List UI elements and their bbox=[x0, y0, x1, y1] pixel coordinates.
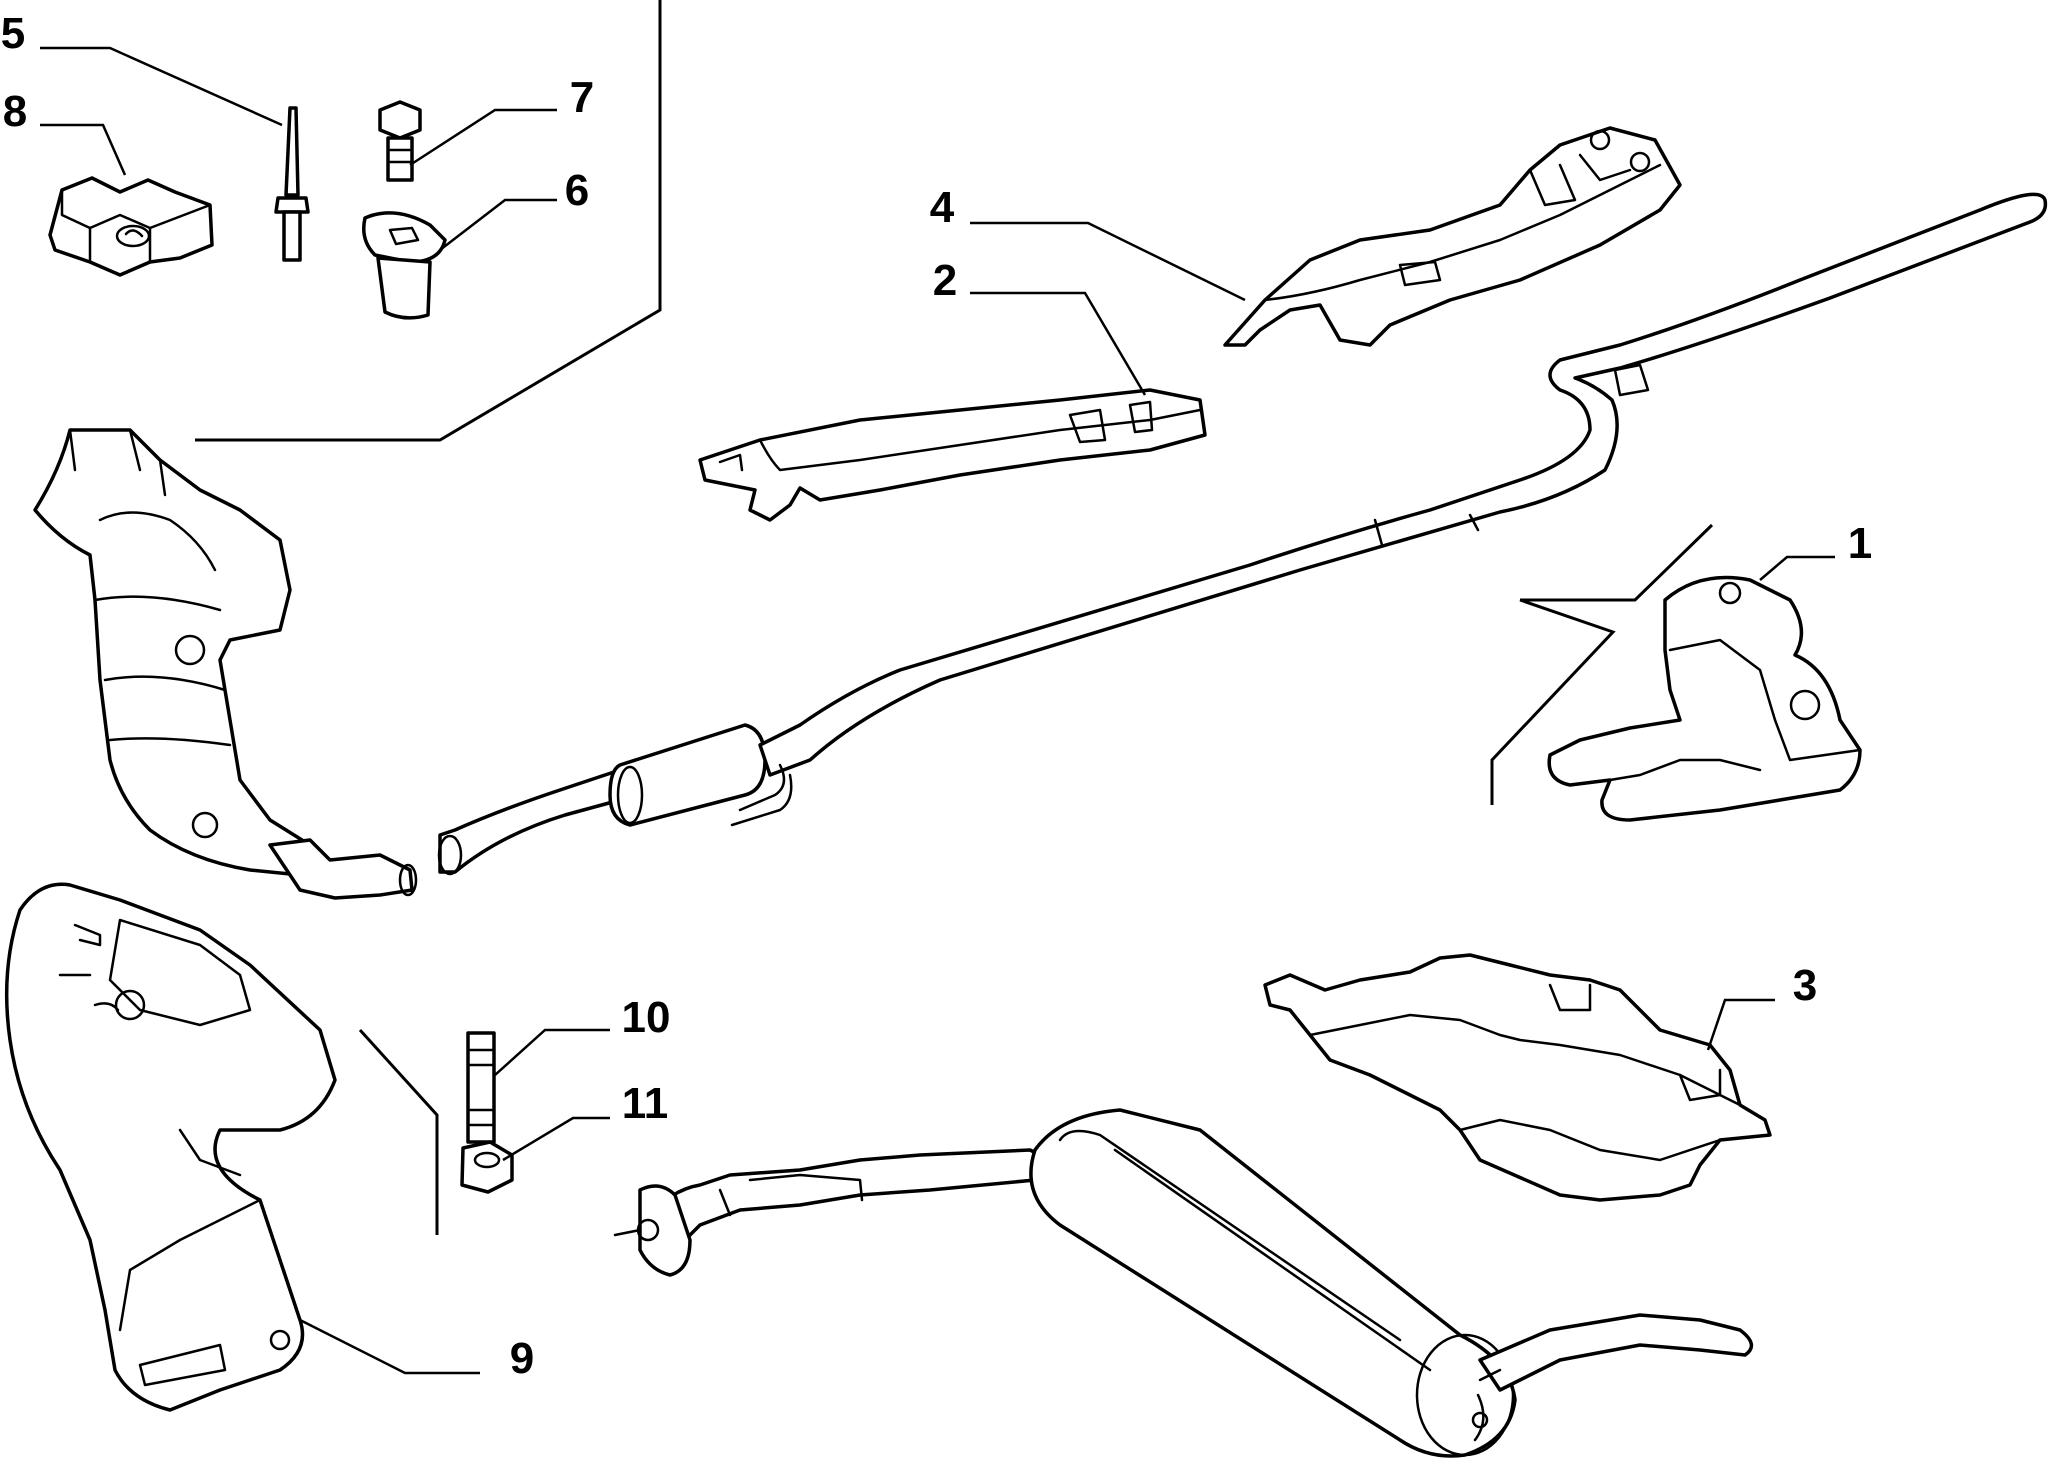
callout-9: 9 bbox=[510, 1334, 534, 1383]
stud-nut-bracket bbox=[358, 1028, 439, 1235]
part-11-nut bbox=[460, 1140, 514, 1194]
callout-1: 1 bbox=[1848, 519, 1872, 568]
callout-10: 10 bbox=[622, 993, 671, 1042]
leader-2 bbox=[970, 291, 1147, 396]
exhaust-pipe bbox=[437, 192, 2048, 876]
leader-6 bbox=[439, 198, 557, 251]
callout-4: 4 bbox=[930, 183, 955, 232]
leader-5 bbox=[40, 46, 283, 127]
exhaust-manifold-catalyst bbox=[33, 428, 418, 900]
callout-5: 5 bbox=[1, 9, 25, 58]
callout-labels: 5 8 7 6 4 2 1 3 10 11 9 bbox=[1, 9, 1872, 1383]
leader-8 bbox=[40, 123, 127, 176]
part-7-bolt bbox=[378, 100, 422, 182]
part-1-heat-shield bbox=[1490, 523, 1862, 822]
part-6-grommet bbox=[362, 211, 447, 320]
leader-11 bbox=[502, 1116, 610, 1162]
leader-3 bbox=[1706, 998, 1775, 1051]
leader-7 bbox=[409, 108, 557, 167]
callout-6: 6 bbox=[565, 166, 589, 215]
part-2-heat-shield bbox=[698, 388, 1207, 522]
callout-8: 8 bbox=[3, 87, 27, 136]
leader-lines bbox=[40, 46, 1835, 1375]
part-9-heat-shield bbox=[4, 882, 337, 1412]
callout-2: 2 bbox=[933, 256, 957, 305]
leader-4 bbox=[970, 221, 1246, 302]
callout-3: 3 bbox=[1793, 961, 1817, 1010]
callout-11: 11 bbox=[622, 1079, 669, 1128]
leader-1 bbox=[1759, 555, 1835, 581]
leader-10 bbox=[494, 1028, 610, 1076]
part-8-clip bbox=[48, 176, 214, 277]
part-10-stud bbox=[466, 1031, 496, 1144]
part-3-heat-shield bbox=[1263, 953, 1772, 1202]
part-5-pin bbox=[274, 106, 310, 262]
leader-9 bbox=[299, 1318, 480, 1375]
hardware-group-bracket bbox=[195, 0, 662, 442]
callout-7: 7 bbox=[570, 73, 594, 122]
part-4-heat-shield bbox=[1223, 126, 1682, 347]
rear-muffler bbox=[613, 1108, 1754, 1458]
